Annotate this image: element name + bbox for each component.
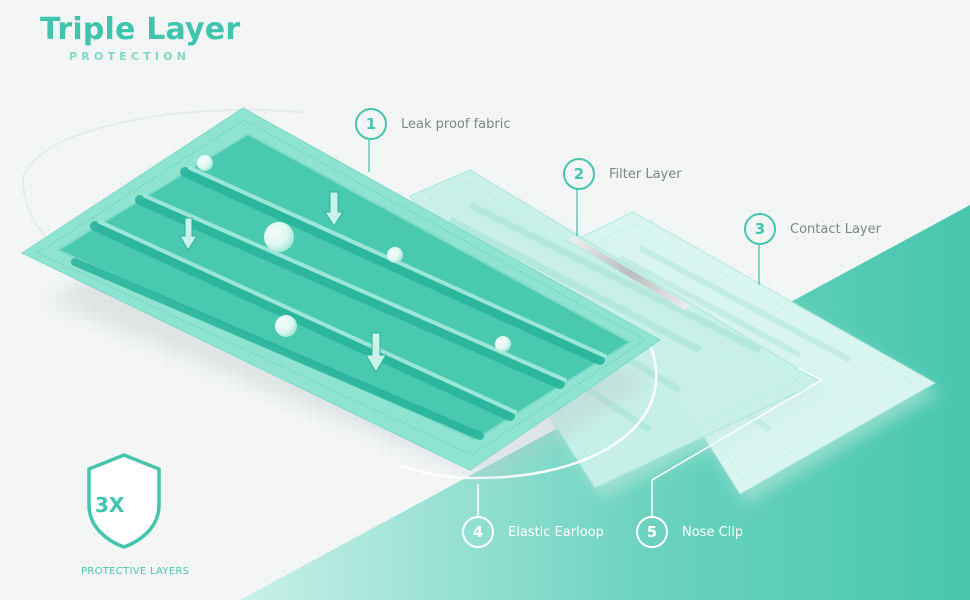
callout-label: Leak proof fabric	[401, 116, 511, 132]
badge-multiplier: 3X	[95, 493, 125, 517]
callout-number: 1	[355, 108, 387, 140]
leak-proof-fabric-layer	[20, 107, 661, 471]
callout-nose-clip: 5 Nose Clip	[636, 516, 743, 548]
particle-bubble	[197, 155, 213, 171]
earloop-front	[399, 344, 658, 480]
callout-elastic-earloop: 4 Elastic Earloop	[462, 516, 604, 548]
callout-contact-layer: 3 Contact Layer	[744, 213, 881, 245]
shield-icon	[87, 453, 161, 549]
particle-bubble	[275, 315, 297, 337]
particle-bubble	[495, 336, 511, 352]
callout-leak-proof-fabric: 1 Leak proof fabric	[355, 108, 510, 140]
callout-filter-layer: 2 Filter Layer	[563, 158, 682, 190]
callout-number: 3	[744, 213, 776, 245]
page-subtitle: PROTECTION	[69, 50, 191, 63]
down-arrow-icon	[324, 191, 344, 227]
callout-label: Elastic Earloop	[508, 524, 604, 540]
particle-bubble	[264, 222, 294, 252]
callout-number: 2	[563, 158, 595, 190]
nose-clip	[568, 236, 690, 310]
callout-label: Nose Clip	[682, 524, 744, 540]
down-arrow-icon	[365, 332, 387, 373]
callout-label: Contact Layer	[790, 221, 881, 237]
callout-number: 4	[462, 516, 494, 548]
particle-bubble	[387, 247, 403, 263]
page-title: Triple Layer	[40, 12, 241, 47]
callout-leaders	[368, 139, 760, 285]
callout-number: 5	[636, 516, 668, 548]
callout-label: Filter Layer	[609, 166, 682, 182]
down-arrow-icon	[179, 217, 198, 251]
badge-caption: PROTECTIVE LAYERS	[81, 566, 190, 577]
